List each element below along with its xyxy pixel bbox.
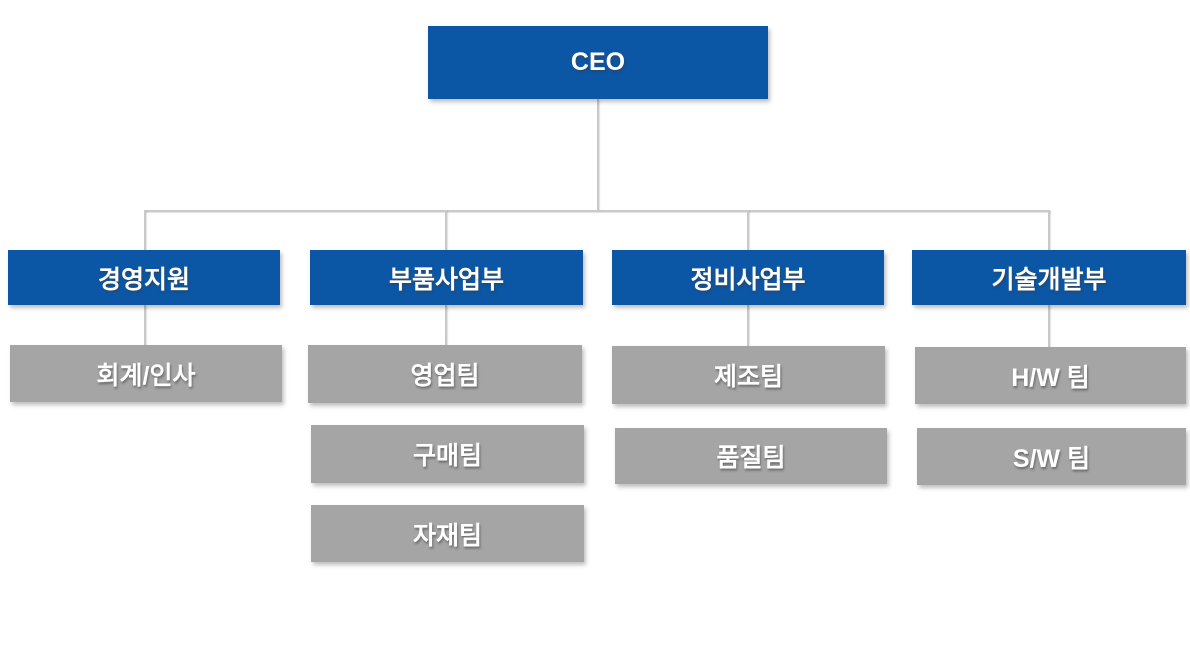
team-node-2-1: 영업팀 bbox=[308, 345, 582, 403]
team-node-4-1: H/W 팀 bbox=[915, 347, 1186, 404]
connector-drop-dept-4 bbox=[1048, 210, 1050, 250]
connector-drop-dept-3 bbox=[747, 210, 749, 250]
connector-ceo-stem bbox=[597, 99, 599, 211]
team-node-2-2: 구매팀 bbox=[311, 425, 584, 483]
dept-node-4: 기술개발부 bbox=[912, 250, 1186, 305]
team-node-3-2: 품질팀 bbox=[615, 428, 887, 484]
team-node-2-3: 자재팀 bbox=[311, 505, 584, 562]
dept-node-2: 부품사업부 bbox=[310, 250, 583, 305]
team-node-1-1: 회계/인사 bbox=[10, 345, 282, 402]
org-node-ceo: CEO bbox=[428, 26, 768, 99]
team-node-4-2: S/W 팀 bbox=[917, 428, 1186, 485]
connector-team-stem-2 bbox=[445, 305, 447, 345]
connector-drop-dept-1 bbox=[144, 210, 146, 250]
connector-team-stem-4 bbox=[1048, 305, 1050, 347]
dept-node-3: 정비사업부 bbox=[612, 250, 884, 305]
dept-node-1: 경영지원 bbox=[8, 250, 280, 305]
connector-team-stem-3 bbox=[747, 305, 749, 346]
connector-drop-dept-2 bbox=[445, 210, 447, 250]
connector-horizontal-rail bbox=[144, 210, 1050, 212]
team-node-3-1: 제조팀 bbox=[612, 346, 885, 404]
connector-team-stem-1 bbox=[144, 305, 146, 345]
